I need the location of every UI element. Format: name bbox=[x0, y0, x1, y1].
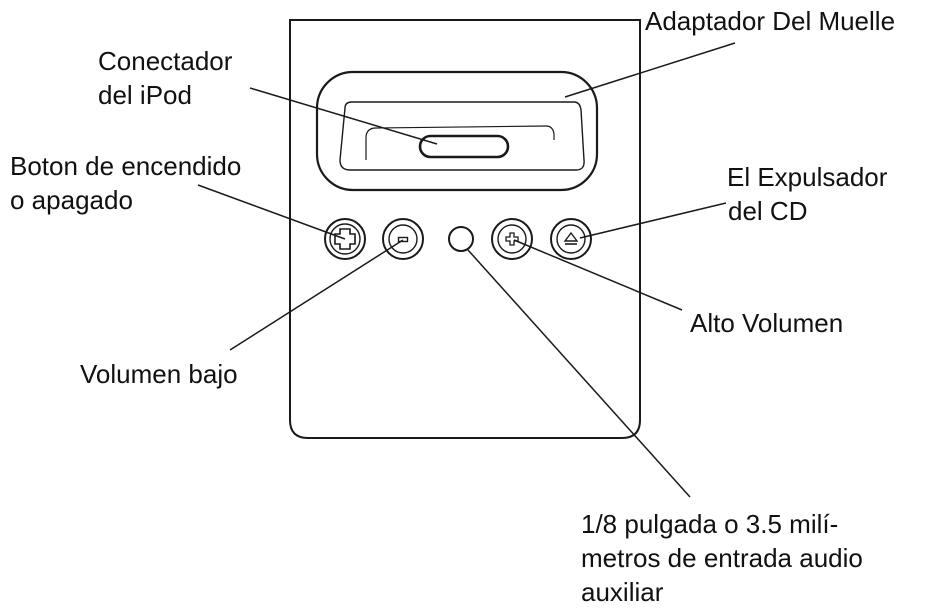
label-aux-input: 1/8 pulgada o 3.5 milí- metros de entrad… bbox=[581, 509, 863, 607]
leader-dock-adapter bbox=[564, 42, 736, 98]
leader-power-button bbox=[197, 184, 346, 240]
leader-cd-eject bbox=[579, 202, 727, 239]
leader-volume-up bbox=[513, 239, 683, 311]
plus-icon bbox=[505, 232, 519, 246]
aux-input-jack bbox=[448, 226, 474, 252]
cd-eject-button bbox=[550, 218, 592, 260]
minus-icon bbox=[397, 236, 409, 243]
label-power-button: Boton de encendido o apagado bbox=[10, 151, 242, 215]
leader-volume-down bbox=[229, 239, 404, 351]
leader-aux-input bbox=[467, 249, 691, 498]
label-volume-down: Volumen bajo bbox=[80, 359, 238, 389]
leader-ipod-connector bbox=[249, 87, 438, 145]
eject-icon bbox=[563, 231, 579, 242]
label-volume-up: Alto Volumen bbox=[690, 308, 844, 338]
dock-inner-contour bbox=[365, 125, 555, 160]
label-dock-adapter: Adaptador Del Muelle bbox=[645, 6, 896, 36]
label-ipod-connector: Conectador del iPod bbox=[98, 46, 233, 110]
volume-up-button bbox=[491, 218, 533, 260]
label-cd-eject: El Expulsador del CD bbox=[727, 162, 888, 226]
ipod-connector bbox=[418, 134, 510, 159]
volume-down-button bbox=[382, 218, 424, 260]
